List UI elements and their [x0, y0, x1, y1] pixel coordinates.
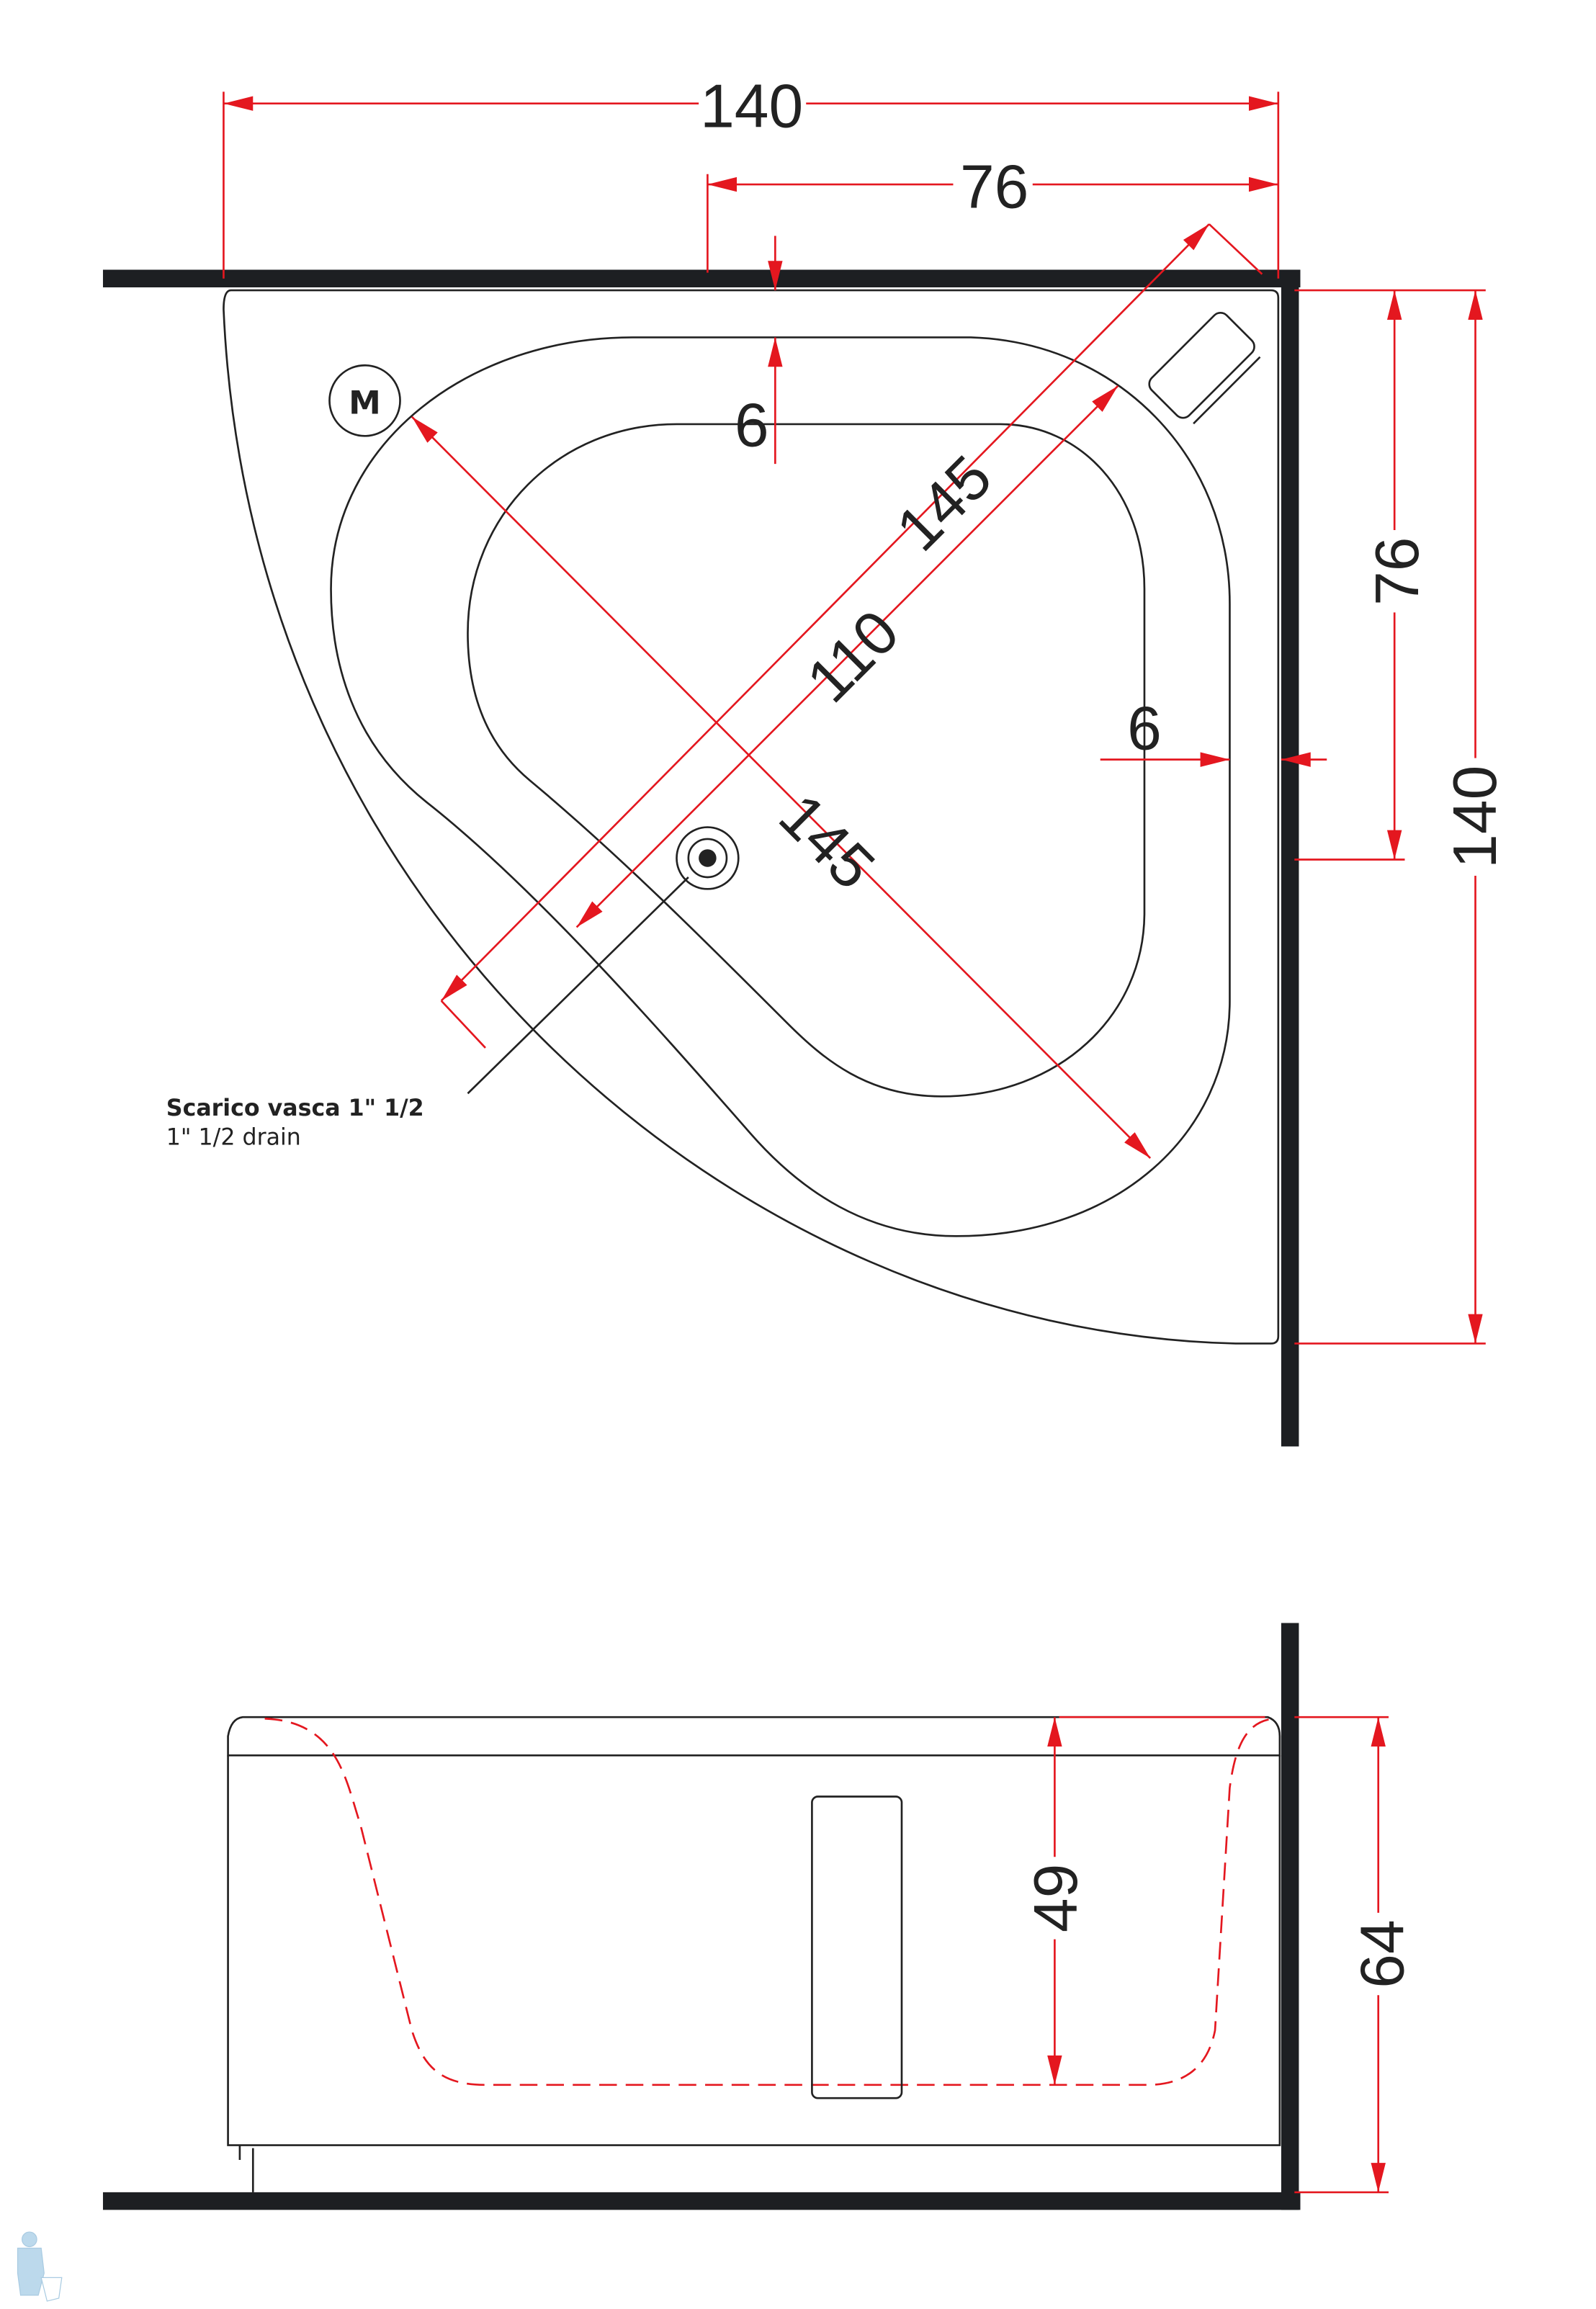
- dim-diagonal-cross-label: 145: [766, 781, 888, 902]
- tub-rim: [227, 1716, 1281, 1757]
- dim-diagonal-inner-label: 110: [794, 597, 913, 716]
- dim-overall-depth: 140: [1294, 290, 1510, 1345]
- dim-overall-depth-label: 140: [1440, 766, 1510, 869]
- dim-rim-right-label: 6: [1127, 694, 1162, 763]
- side-view: 49 64: [102, 1623, 1417, 2210]
- drain-label-it: Scarico vasca 1" 1/2: [166, 1095, 424, 1121]
- drain-leader-line: [467, 876, 689, 1095]
- dim-overall-height: 64: [1294, 1716, 1417, 2194]
- motor-marker: M: [328, 364, 401, 437]
- dim-inner-depth: 49: [1021, 1716, 1265, 2085]
- dim-inner-depth-label: 49: [1021, 1864, 1090, 1932]
- basin-inner: [467, 423, 1146, 1098]
- tub-outline: [223, 289, 1280, 1345]
- dim-overall-height-label: 64: [1348, 1919, 1417, 1988]
- dim-corner-width-label: 76: [960, 153, 1028, 222]
- motor-marker-label: M: [349, 384, 381, 422]
- dim-overall-width: 140: [223, 71, 1278, 279]
- access-panel: [811, 1795, 903, 2099]
- dim-corner-depth: 76: [1294, 289, 1486, 861]
- dim-rim-top-label: 6: [735, 391, 769, 460]
- dim-corner-width: 76: [707, 153, 1278, 273]
- dim-rim-right: 6: [1100, 694, 1327, 767]
- dim-diagonal-outer-label: 145: [883, 442, 1005, 564]
- tub-body: [227, 1755, 1281, 2146]
- plumber-logo: [17, 2231, 63, 2302]
- dim-corner-depth-label: 76: [1363, 537, 1432, 605]
- dim-overall-width-label: 140: [700, 71, 803, 140]
- plan-view: M Scarico vasca 1" 1/2 1" 1/2 drain 140 …: [102, 71, 1510, 1447]
- headrest-pillow: [1148, 312, 1261, 425]
- drain-label-en: 1" 1/2 drain: [166, 1125, 301, 1151]
- basin-profile-hidden: [264, 1717, 1274, 2086]
- tub-foot: [238, 2145, 254, 2192]
- dim-diagonal-cross: 145: [411, 416, 1152, 1160]
